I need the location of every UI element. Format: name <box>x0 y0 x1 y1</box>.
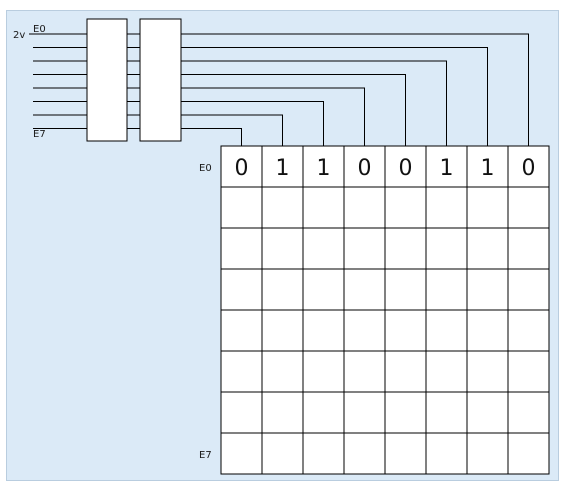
grid-cell <box>261 227 304 270</box>
grid-cell <box>507 391 550 434</box>
memory-grid <box>220 145 550 475</box>
grid-cell <box>425 391 468 434</box>
bit-value: 1 <box>481 156 495 181</box>
grid-cell <box>425 186 468 229</box>
grid-cell <box>384 145 427 188</box>
grid-cell <box>466 432 509 475</box>
grid-cell <box>384 309 427 352</box>
output-wire <box>181 33 529 146</box>
grid-cell <box>302 227 345 270</box>
row-label-e0: E0 <box>199 163 212 174</box>
grid-cell <box>343 432 386 475</box>
grid-cell <box>343 227 386 270</box>
grid-cell <box>466 145 509 188</box>
grid-cell <box>384 350 427 393</box>
grid-cell <box>466 391 509 434</box>
grid-cell <box>507 186 550 229</box>
grid-cell <box>261 186 304 229</box>
grid-cell <box>343 350 386 393</box>
grid-cell <box>302 268 345 311</box>
output-wire <box>181 60 447 146</box>
grid-cell <box>425 227 468 270</box>
grid-cell <box>466 227 509 270</box>
grid-cell <box>384 432 427 475</box>
bit-value: 1 <box>276 156 290 181</box>
decoder-box-2 <box>139 18 182 142</box>
grid-cell <box>384 268 427 311</box>
bit-value: 0 <box>235 156 249 181</box>
grid-cell <box>343 391 386 434</box>
grid-cell <box>220 350 263 393</box>
bit-values: 0 1 1 0 0 1 1 0 <box>235 156 536 181</box>
grid-cell <box>261 268 304 311</box>
output-wire <box>181 47 488 146</box>
grid-cell <box>261 309 304 352</box>
grid-cell <box>343 186 386 229</box>
grid-cell <box>302 186 345 229</box>
grid-cell <box>220 432 263 475</box>
grid-cell <box>384 186 427 229</box>
grid-cell <box>302 309 345 352</box>
grid-cell <box>507 145 550 188</box>
bit-value: 1 <box>317 156 331 181</box>
grid-cell <box>466 268 509 311</box>
grid-cell <box>466 186 509 229</box>
grid-cell <box>466 309 509 352</box>
output-wire <box>181 101 324 146</box>
grid-cell <box>425 145 468 188</box>
grid-cell <box>220 186 263 229</box>
grid-cell <box>507 350 550 393</box>
grid-cell <box>507 432 550 475</box>
grid-cell <box>384 227 427 270</box>
grid-cell <box>507 227 550 270</box>
grid-cell <box>425 268 468 311</box>
grid-cell <box>220 391 263 434</box>
output-wire <box>181 74 406 146</box>
grid-cell <box>466 350 509 393</box>
bit-value: 0 <box>399 156 413 181</box>
output-wires <box>181 33 529 146</box>
grid-cell <box>302 432 345 475</box>
grid-cell <box>425 350 468 393</box>
input-label-e7: E7 <box>33 129 46 140</box>
grid-cell <box>343 268 386 311</box>
grid-cell <box>261 432 304 475</box>
input-label-e0: E0 <box>33 24 46 35</box>
input-wires <box>29 33 140 129</box>
grid-cell <box>261 391 304 434</box>
grid-cell <box>302 350 345 393</box>
output-wire <box>181 114 283 146</box>
bit-value: 1 <box>440 156 454 181</box>
grid-cell <box>261 350 304 393</box>
grid-cell <box>261 145 304 188</box>
output-wire <box>181 128 242 146</box>
grid-cell <box>220 309 263 352</box>
grid-cell <box>425 309 468 352</box>
grid-cell <box>220 268 263 311</box>
bit-value: 0 <box>522 156 536 181</box>
output-wire <box>181 87 365 146</box>
grid-cell <box>507 309 550 352</box>
grid-cell <box>507 268 550 311</box>
bit-value: 0 <box>358 156 372 181</box>
grid-cell <box>220 227 263 270</box>
voltage-label: 2v <box>13 30 25 41</box>
grid-cell <box>425 432 468 475</box>
grid-cell <box>302 391 345 434</box>
grid-cell <box>343 309 386 352</box>
grid-cell <box>384 391 427 434</box>
decoder-box-1 <box>86 18 128 142</box>
row-label-e7: E7 <box>199 450 212 461</box>
